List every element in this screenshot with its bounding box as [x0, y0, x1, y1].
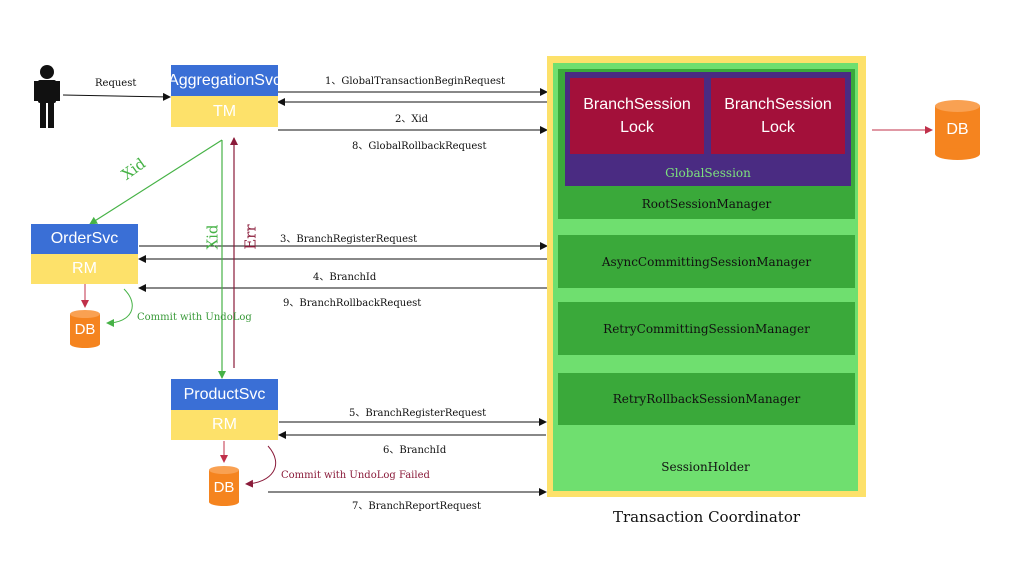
product-svc-box: ProductSvc: [171, 379, 278, 410]
msg-4-label: 4、BranchId: [313, 272, 377, 283]
retry-committing-session-manager: RetryCommittingSessionManager: [558, 302, 855, 355]
tc-db-icon: [935, 100, 980, 160]
order-rm-box: RM: [31, 254, 138, 284]
tc-db-label: DB: [946, 121, 969, 138]
msg-1-label: 1、GlobalTransactionBeginRequest: [325, 76, 506, 87]
msg-6-label: 6、BranchId: [383, 445, 447, 456]
msg-3-label: 3、BranchRegisterRequest: [280, 234, 418, 245]
msg-7-label: 7、BranchReportRequest: [352, 501, 481, 512]
msg-2-label: 2、Xid: [395, 114, 429, 125]
msg-9-label: 9、BranchRollbackRequest: [283, 298, 422, 309]
xid-vertical-label: Xid: [203, 224, 222, 250]
order-commit-label: Commit with UndoLog: [137, 312, 252, 323]
xid-diagonal-arrow: [89, 139, 223, 225]
branch-session-lock-1: BranchSession Lock: [570, 78, 704, 154]
err-vertical-label: Err: [241, 224, 260, 250]
product-db-icon: [209, 466, 239, 506]
branch-session-lock-2: BranchSession Lock: [711, 78, 845, 154]
order-db-label: DB: [74, 321, 96, 338]
aggregation-svc-box: AggregationSvc: [168, 65, 281, 96]
msg-8-label: 8、GlobalRollbackRequest: [352, 141, 487, 152]
request-arrow: [62, 92, 171, 101]
aggregation-tm-box: TM: [171, 96, 278, 127]
request-label: Request: [95, 78, 137, 89]
order-db-icon: [70, 310, 100, 348]
root-session-manager-label: RootSessionManager: [641, 197, 772, 211]
user-icon: [34, 65, 60, 128]
product-commit-curve: [245, 445, 277, 488]
order-svc-box: OrderSvc: [31, 224, 138, 254]
product-commit-label: Commit with UndoLog Failed: [281, 470, 430, 481]
msg-5-label: 5、BranchRegisterRequest: [349, 408, 487, 419]
retry-rollback-session-manager: RetryRollbackSessionManager: [558, 373, 855, 425]
order-commit-curve: [106, 288, 133, 327]
product-rm-box: RM: [171, 410, 278, 440]
transaction-coordinator-title: Transaction Coordinator: [612, 508, 801, 526]
global-session-label: GlobalSession: [665, 166, 751, 180]
session-holder-label: SessionHolder: [661, 460, 750, 474]
product-db-label: DB: [213, 479, 235, 496]
async-committing-session-manager: AsyncCommittingSessionManager: [558, 235, 855, 288]
